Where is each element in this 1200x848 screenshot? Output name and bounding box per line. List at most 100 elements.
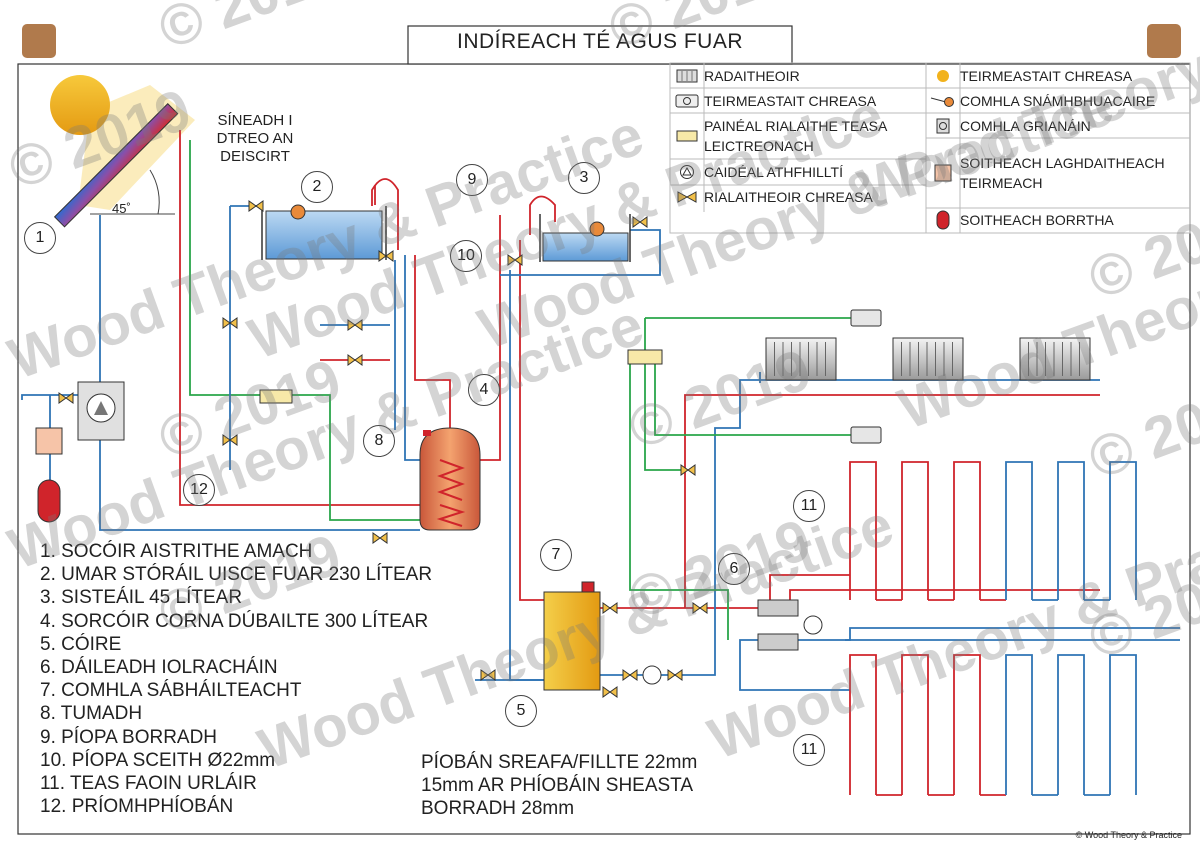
radiator-icon — [1019, 337, 1091, 381]
radiator-flow-pipe — [684, 394, 1100, 608]
pipe-note: 15mm AR PHÍOBÁIN SHEASTA — [421, 775, 694, 797]
expansion-vessel-icon — [926, 210, 960, 230]
legend-label: SOITHEACH BORRTHA — [960, 212, 1114, 228]
ufh-flow-header — [769, 574, 850, 608]
key-item: 12. PRÍOMHPHÍOBÁN — [40, 796, 234, 818]
control-panel-icon — [627, 349, 663, 365]
ufh-loop — [953, 654, 981, 795]
callout-3: 3 — [568, 162, 600, 194]
legend-label: SOITHEACH LAGHDAITHEACH TEIRMEACH — [960, 155, 1165, 191]
float-valve-icon — [290, 204, 306, 220]
zone-valve-icon — [629, 669, 638, 681]
key-item: 1. SOCÓIR AISTRITHE AMACH — [40, 541, 313, 562]
key-item: 5. CÓIRE — [40, 633, 122, 655]
zone-valve-icon — [514, 254, 523, 266]
angle-arc — [149, 169, 160, 215]
zone-valve-icon — [674, 669, 683, 681]
ufh-loop — [953, 461, 981, 600]
legend-item: RIALAITHEOIR CHREASA — [670, 185, 926, 209]
legend-item: TEIRMEASTAIT CHREASA — [670, 88, 926, 113]
key-item: 3. SISTEÁIL 45 LÍTEAR — [40, 587, 243, 609]
pipe-note: BORRADH 28mm — [421, 798, 575, 820]
expansion-vessel-icon — [37, 479, 61, 523]
callout-5: 5 — [505, 695, 537, 727]
legend-item: SOITHEACH BORRTHA — [926, 208, 1190, 232]
zone-valve-icon — [507, 254, 516, 266]
legend-item: TEIRMEASTAIT CHREASA — [926, 63, 1190, 88]
zone-valve-icon — [609, 602, 618, 614]
pump-icon — [642, 665, 662, 685]
key-item: 6. DÁILEADH IOLRACHÁIN — [40, 657, 278, 679]
ufh-return-header — [739, 639, 850, 691]
solar-return-pipe — [99, 215, 420, 531]
solar-sensor-cable — [189, 140, 420, 521]
float-valve-icon — [589, 221, 605, 237]
ufh-flow-header — [789, 589, 850, 605]
solar-label-line: SÍNEADH I — [217, 112, 293, 129]
legend-label: PAINÉAL RIALAITHE TEASA LEICTREONACH — [704, 118, 887, 154]
zone-valve-icon — [487, 669, 496, 681]
solar-label-line: DEISCIRT — [220, 148, 290, 165]
cylinder-coil-upper — [437, 459, 465, 501]
key-item: 8. TUMADH — [40, 703, 143, 725]
key-item: 2. UMAR STÓRÁIL UISCE FUAR 230 LÍTEAR — [40, 564, 433, 586]
pump-icon — [670, 164, 704, 180]
cylinder-coil-lower — [436, 504, 466, 527]
legend-item: COMHLA GRIANÁIN — [926, 113, 1190, 138]
key-item: 9. PÍOPA BORRADH — [40, 726, 218, 748]
zone-valve-icon — [354, 354, 363, 366]
key-item: 7. COMHLA SÁBHÁILTEACHT — [40, 680, 302, 702]
primary-return-pipe — [509, 270, 544, 681]
room-thermostat-icon — [850, 309, 882, 327]
ufh-loop — [901, 654, 929, 795]
legend-label: RADAITHEOIR — [704, 67, 800, 84]
legend-label: TEIRMEASTAIT CHREASA — [704, 92, 877, 109]
ufh-loop — [901, 461, 929, 600]
control-panel-icon — [670, 130, 704, 142]
safety-valve — [581, 581, 595, 593]
legend-label: TEIRMEASTAIT CHREASA — [960, 67, 1133, 84]
solar-orientation-label: SÍNEADH I DTREO AN DEISCIRT — [200, 112, 310, 166]
callout-4: 4 — [468, 374, 500, 406]
manifold-return — [757, 633, 799, 651]
legend-label: CAIDÉAL ATHFHILLTÍ — [704, 164, 843, 180]
solar-flow-pipe — [179, 130, 420, 506]
zone-valve-icon — [692, 602, 701, 614]
zone-valve-icon — [632, 216, 641, 228]
callout-11: 11 — [793, 734, 825, 766]
zone-valve-icon — [699, 602, 708, 614]
pump-arrow — [94, 401, 108, 415]
legend-label: COMHLA SNÁMHBHUACAIRE — [960, 92, 1156, 109]
ufh-loop — [1109, 654, 1137, 795]
callout-1: 1 — [24, 222, 56, 254]
legend-item: CAIDÉAL ATHFHILLTÍ — [670, 159, 926, 185]
zone-valve-icon — [379, 532, 388, 544]
radiator-icon — [892, 337, 964, 381]
legend-item: COMHLA SNÁMHBHUACAIRE — [926, 88, 1190, 113]
zone-valve-icon — [229, 434, 238, 446]
legend-item: RADAITHEOIR — [670, 63, 926, 88]
vent-pipe — [371, 178, 399, 250]
callout-6: 6 — [718, 553, 750, 585]
thermal-vessel-icon — [926, 164, 960, 182]
solar-collector — [53, 103, 179, 228]
callout-12: 12 — [183, 474, 215, 506]
cold-feed-pipe — [404, 255, 420, 461]
solar-valve-icon — [926, 118, 960, 134]
title-box — [407, 25, 793, 65]
zone-valve-icon — [65, 392, 74, 404]
hot-draw-off-pipe — [414, 255, 451, 428]
cistern-feed-pipe — [500, 229, 661, 276]
callout-8: 8 — [363, 425, 395, 457]
callout-7: 7 — [540, 539, 572, 571]
thermostat-cable — [654, 364, 851, 436]
feed-cistern — [542, 232, 629, 262]
page-title: INDÍREACH TÉ AGUS FUAR — [457, 30, 743, 53]
ufh-loop — [1057, 461, 1085, 600]
float-valve-icon — [926, 95, 960, 107]
zone-valve-icon — [385, 250, 394, 262]
cold-water-storage-tank — [265, 210, 383, 260]
zone-valve-icon — [58, 392, 67, 404]
